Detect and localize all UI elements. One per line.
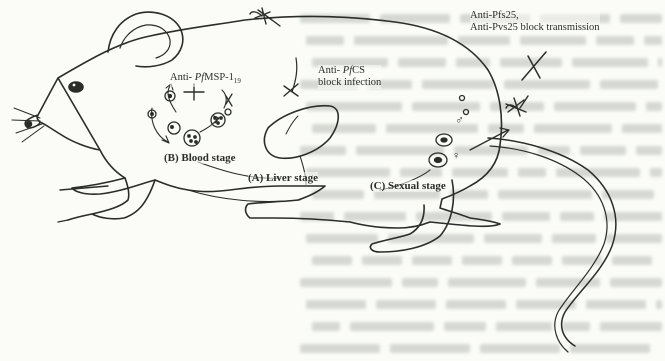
- free-merozoite-cell: [225, 109, 231, 115]
- mouse-nose-tip: [27, 122, 32, 127]
- transmission-cross: [522, 52, 546, 80]
- mouse-tail: [488, 138, 616, 346]
- mouse-body-outline: [37, 16, 501, 228]
- mouse-ear: [108, 12, 183, 67]
- male-symbol: ♂: [455, 114, 464, 126]
- anti-msp-block-mark: [226, 94, 232, 106]
- anti-cs-label: Anti- PfCS block infection: [318, 65, 381, 89]
- anti-pfs25-label: Anti-Pfs25, Anti-Pvs25 block transmissio…: [470, 10, 600, 34]
- mosquito-right-icon: [506, 96, 528, 116]
- female-symbol: ♀: [452, 150, 460, 162]
- mouse-tail-edge: [490, 146, 607, 352]
- anti-msp-label: Anti- PfMSP-119: [170, 72, 241, 87]
- sexual-stage-label: (C) Sexual stage: [370, 180, 446, 192]
- liver-stage-label: (A) Liver stage: [248, 172, 318, 184]
- zygote-cell: [464, 110, 469, 115]
- liver-inner-line: [286, 116, 298, 134]
- mouse-inner-ear: [120, 25, 170, 58]
- anti-cs-cross: [284, 84, 298, 96]
- mouse-eye-glint: [73, 84, 76, 87]
- mouse-eye: [69, 82, 83, 92]
- ookinete-cell: [460, 96, 465, 101]
- trophozoite-cell: [168, 122, 180, 134]
- blood-stage-label: (B) Blood stage: [164, 152, 236, 164]
- liver-shape: [264, 106, 338, 159]
- schizont-cell: [184, 130, 200, 146]
